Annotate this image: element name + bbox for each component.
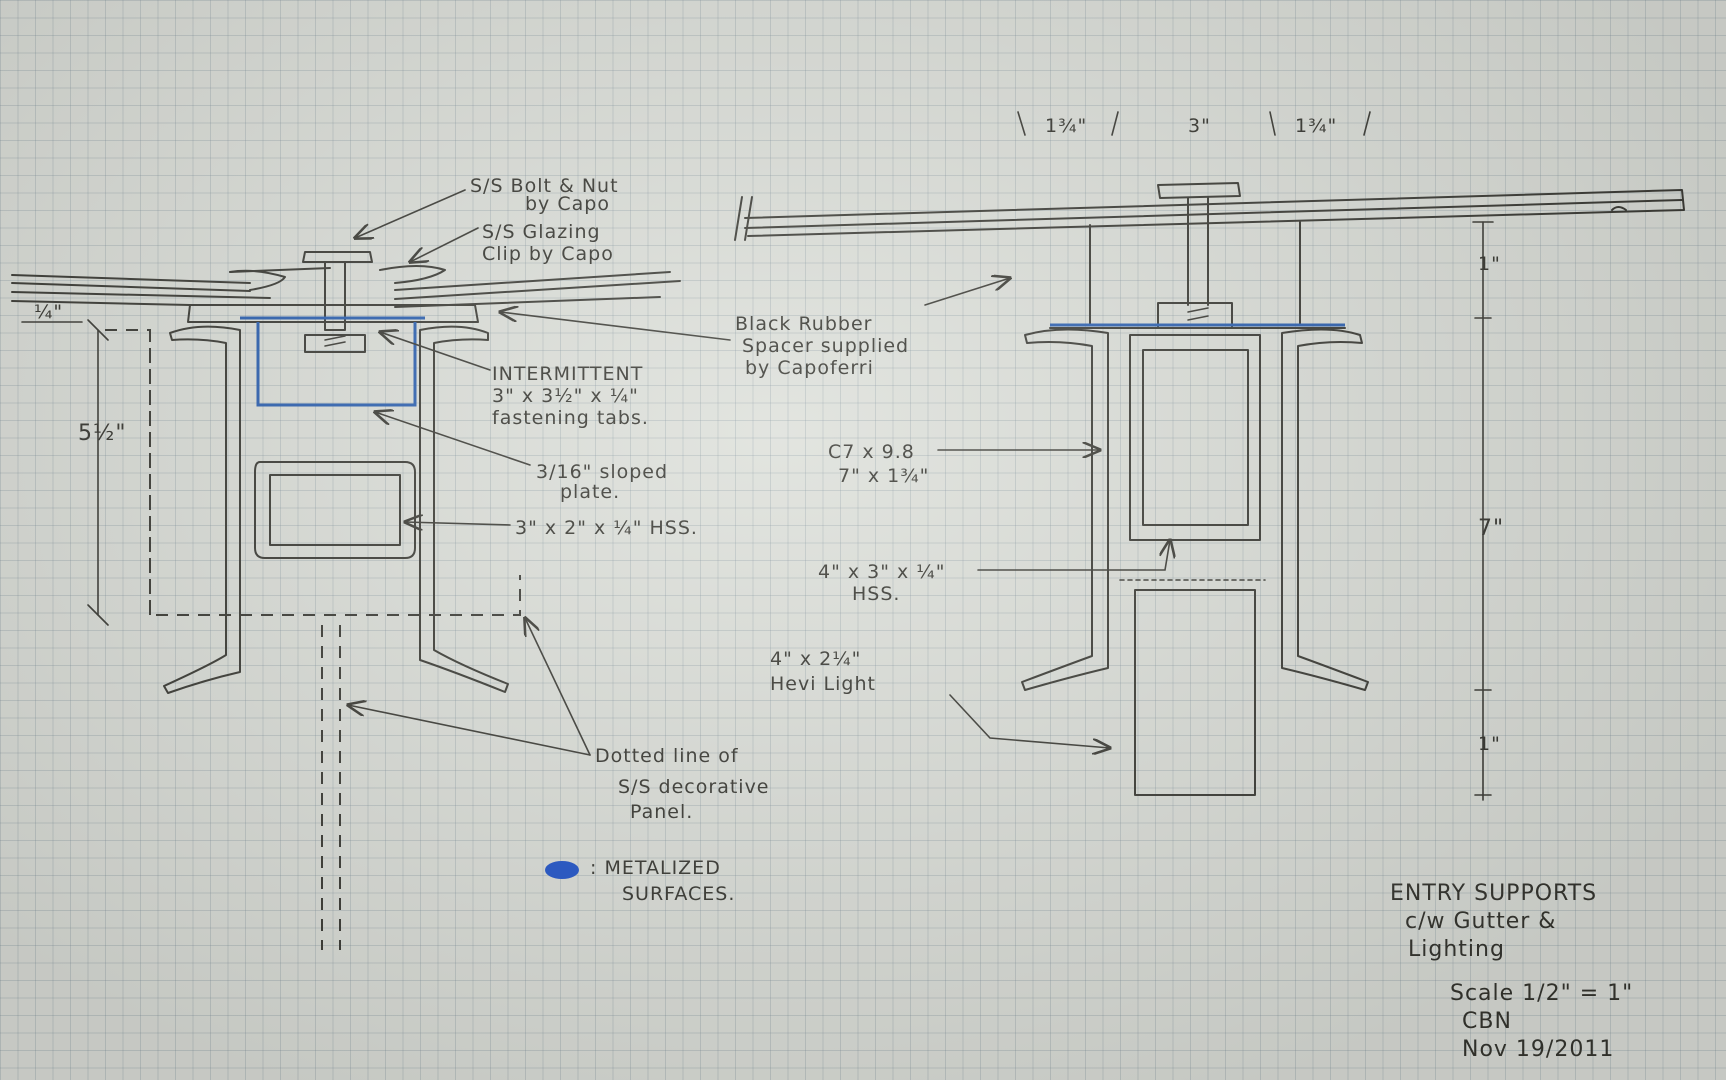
left-fastening-tab xyxy=(256,322,417,407)
label-hss-small: 3" x 2" x ¼" HSS. xyxy=(515,517,698,539)
label-bolt-nut-2: by Capo xyxy=(525,193,610,215)
label-rubber-spacer-3: by Capoferri xyxy=(745,357,874,379)
label-glazing-clip-1: S/S Glazing xyxy=(482,221,601,243)
dim-right-lower: 1" xyxy=(1478,733,1501,755)
label-channel-1: C7 x 9.8 xyxy=(828,441,915,463)
label-rubber-spacer-2: Spacer supplied xyxy=(742,335,909,357)
label-channel-2: 7" x 1¾" xyxy=(838,465,929,487)
label-glazing-clip-2: Clip by Capo xyxy=(482,243,614,265)
annotations: S/S Bolt & Nut by Capo S/S Glazing Clip … xyxy=(34,115,1633,1062)
label-dotted-line-1: Dotted line of xyxy=(595,745,739,767)
dim-top-left: 1¾" xyxy=(1045,115,1087,137)
label-legend-2: SURFACES. xyxy=(622,883,735,905)
left-rubber-spacer xyxy=(187,304,479,323)
label-hss-large-1: 4" x 3" x ¼" xyxy=(818,561,945,583)
right-section-detail xyxy=(734,111,1685,801)
label-sloped-plate-2: plate. xyxy=(560,481,620,503)
right-channel-profiles xyxy=(1021,328,1369,691)
label-fastening-tabs-1: INTERMITTENT xyxy=(492,363,643,385)
top-dimension-ticks xyxy=(1017,111,1371,136)
label-rubber-spacer-1: Black Rubber xyxy=(735,313,872,335)
dim-five-half: 5½" xyxy=(78,421,126,446)
dim-top-mid: 3" xyxy=(1188,115,1211,137)
label-hss-large-2: HSS. xyxy=(852,583,900,605)
left-section-detail xyxy=(11,251,681,950)
right-hss-outer xyxy=(1129,334,1261,541)
label-sloped-plate-1: 3/16" sloped xyxy=(536,461,668,483)
scale-note: Scale 1/2" = 1" xyxy=(1450,981,1633,1006)
dim-top-right: 1¾" xyxy=(1295,115,1337,137)
initials: CBN xyxy=(1462,1009,1512,1034)
title-line-2: c/w Gutter & xyxy=(1405,909,1556,934)
dim-right-upper: 1" xyxy=(1478,253,1501,275)
label-light-1: 4" x 2¼" xyxy=(770,648,861,670)
hevi-light-fixture xyxy=(1134,589,1256,796)
dim-quarter: ¼" xyxy=(34,301,63,323)
right-spacer-block xyxy=(1089,221,1301,326)
label-fastening-tabs-3: fastening tabs. xyxy=(492,407,649,429)
left-hss-inner xyxy=(269,474,401,546)
label-legend-1: : METALIZED xyxy=(590,857,721,879)
left-post-profile xyxy=(163,325,509,694)
dim-right-mid: 7" xyxy=(1478,516,1504,541)
bolt-and-nut xyxy=(302,251,373,353)
label-bolt-nut-1: S/S Bolt & Nut xyxy=(470,175,619,197)
label-dotted-line-3: Panel. xyxy=(630,801,693,823)
title-line-3: Lighting xyxy=(1408,937,1505,962)
label-light-2: Hevi Light xyxy=(770,673,876,695)
leader-arrows xyxy=(348,189,1170,756)
date: Nov 19/2011 xyxy=(1462,1037,1614,1062)
decorative-panel-outline xyxy=(105,329,521,616)
left-glazing-panels xyxy=(11,265,681,308)
label-fastening-tabs-2: 3" x 3½" x ¼" xyxy=(492,385,639,407)
left-hss-outer xyxy=(254,461,416,559)
metalized-legend-swatch xyxy=(545,861,579,879)
label-dotted-line-2: S/S decorative xyxy=(618,776,770,798)
title-line-1: ENTRY SUPPORTS xyxy=(1390,881,1597,906)
right-hss-inner xyxy=(1142,349,1249,526)
